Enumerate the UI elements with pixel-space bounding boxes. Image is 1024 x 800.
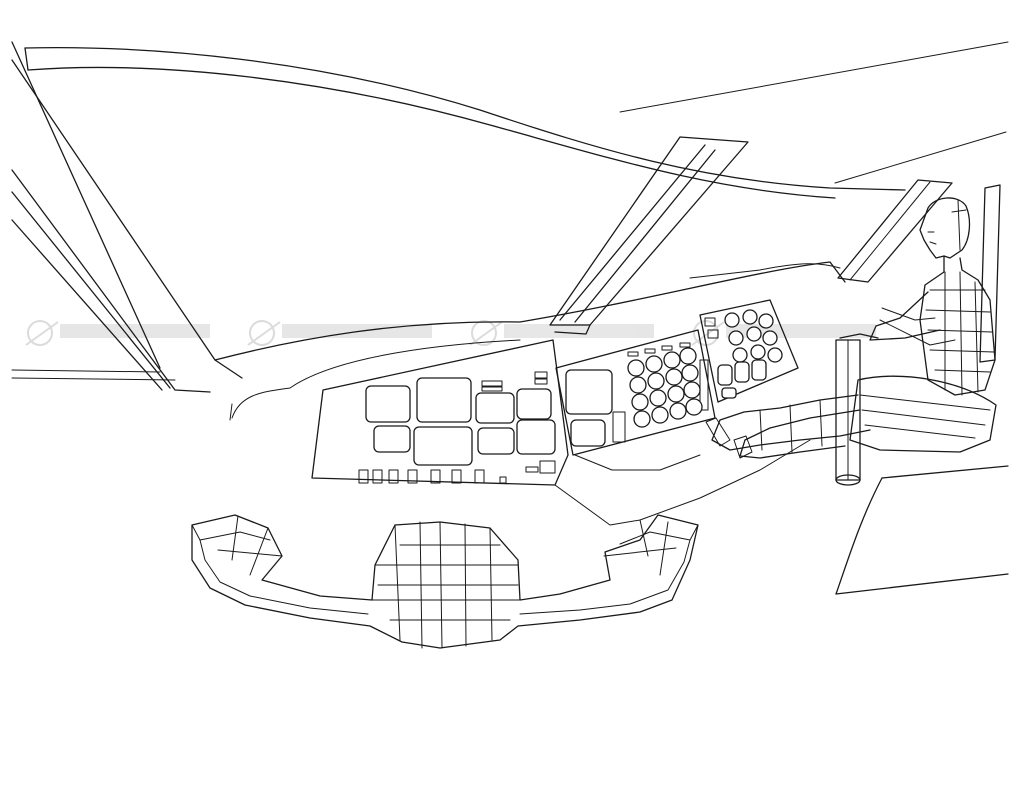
side-console <box>835 465 1009 595</box>
canopy-frame <box>11 41 1009 393</box>
control-yoke <box>191 514 699 649</box>
pilot-figure <box>705 184 1001 459</box>
glareshield <box>214 261 846 361</box>
instrument-panel-center <box>555 329 716 456</box>
instrument-panel-left <box>311 339 569 486</box>
control-column <box>835 333 879 486</box>
instrument-panel-right <box>699 299 799 403</box>
